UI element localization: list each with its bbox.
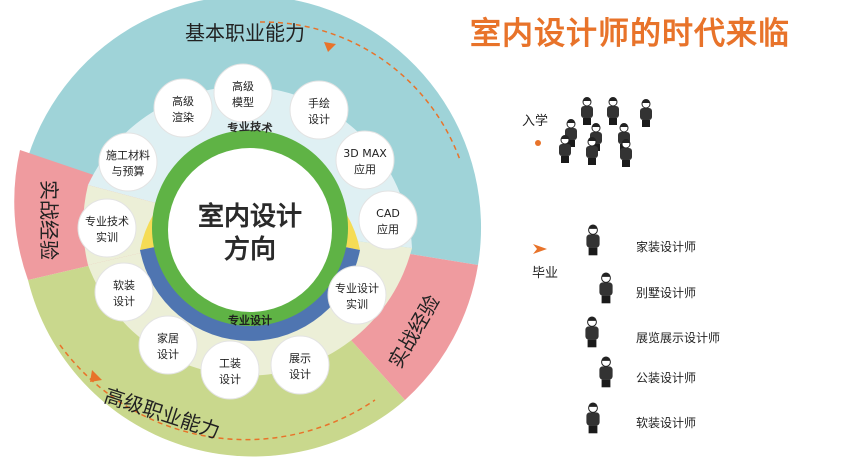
role-label: 别墅设计师	[636, 286, 697, 300]
top-arc-arrow-icon	[324, 42, 336, 52]
skill-bubble-text: 应用	[377, 222, 399, 236]
outer-top-label: 基本职业能力	[185, 21, 305, 45]
graduate-label: 毕业	[532, 266, 559, 281]
skill-bubble-circle	[77, 198, 137, 258]
designer-figure-icon	[599, 356, 613, 388]
skill-bubble: CAD 应用	[358, 190, 418, 250]
role-label: 家装设计师	[636, 240, 697, 254]
skill-bubble-circle	[94, 262, 154, 322]
designer-figure-icon	[586, 224, 600, 256]
center-title-line2: 方向	[224, 234, 276, 265]
center-title-line1: 室内设计	[198, 201, 302, 232]
page-title: 室内设计师的时代来临	[470, 16, 790, 52]
enter-dot-icon	[535, 140, 541, 146]
skill-bubble: 展示设计	[270, 335, 330, 395]
skill-bubble: 3D MAX 应用	[335, 130, 395, 190]
skill-bubble-text: 设计	[219, 373, 241, 386]
designer-figure-icon	[585, 316, 599, 348]
skill-bubble-text: 高级	[232, 79, 254, 93]
skill-bubble-text: 设计	[308, 113, 330, 126]
role-figure-icons	[585, 224, 613, 434]
skill-bubble-text: 3D MAX	[343, 147, 387, 160]
skill-bubble-text: 设计	[157, 348, 179, 361]
role-label: 公装设计师	[636, 371, 697, 385]
skill-bubble-text: 家居	[157, 331, 179, 345]
bottom-arc-arrow-icon	[90, 370, 102, 382]
role-label: 软装设计师	[636, 416, 697, 430]
student-figure-icon	[559, 135, 571, 163]
skill-bubble-text: 实训	[346, 297, 368, 311]
skill-bubble-text: 模型	[232, 95, 254, 109]
skill-bubble-circle	[98, 132, 158, 192]
student-figure-icon	[640, 99, 652, 127]
skill-bubble-text: 应用	[354, 162, 376, 176]
skill-bubble-text: 实训	[96, 230, 118, 244]
skill-bubble-text: 工装	[219, 357, 241, 370]
skill-bubble-circle	[335, 130, 395, 190]
role-label: 展览展示设计师	[636, 331, 721, 345]
designer-figure-icon	[586, 402, 600, 434]
skill-bubble-text: 展示	[289, 352, 311, 365]
top-skill-bubbles: 高级模型手绘设计3D MAX应用CAD应用专业技术实训施工材料与预算高级渲染	[77, 63, 418, 258]
graduate-arrow-icon	[533, 244, 547, 254]
student-figure-icon	[607, 97, 619, 125]
skill-bubble-text: 设计	[289, 368, 311, 381]
skill-bubble-circle	[327, 265, 387, 325]
skill-bubble-circle	[270, 335, 330, 395]
skill-bubble-text: 高级	[172, 94, 194, 108]
band-bottom-label: 专业设计	[228, 313, 272, 327]
student-group-icon	[559, 97, 652, 167]
skill-bubble-text: 专业技术	[85, 214, 129, 228]
skill-bubble-circle	[153, 78, 213, 138]
skill-bubble-text: 渲染	[172, 110, 194, 124]
skill-bubble-circle	[200, 340, 260, 400]
skill-bubble-text: CAD	[376, 207, 400, 220]
enter-label: 入学	[522, 114, 549, 129]
skill-bubble-text: 设计	[113, 295, 135, 308]
skill-bubble-text: 专业设计	[335, 281, 379, 295]
skill-bubble: 软装设计	[94, 262, 154, 322]
skill-bubble-circle	[213, 63, 273, 123]
center-circle	[168, 148, 332, 312]
skill-bubble-circle	[138, 315, 198, 375]
student-figure-icon	[586, 137, 598, 165]
skill-bubble-circle	[358, 190, 418, 250]
skill-bubble-circle	[289, 80, 349, 140]
skill-bubble-text: 软装	[113, 278, 135, 292]
skill-bubble-text: 手绘	[308, 96, 330, 110]
skill-bubble-text: 施工材料	[106, 148, 150, 162]
student-figure-icon	[581, 97, 593, 125]
skill-bubble-text: 与预算	[112, 164, 145, 178]
student-figure-icon	[620, 139, 632, 167]
designer-figure-icon	[599, 272, 613, 304]
top-dashed-arc	[259, 21, 461, 161]
side-left-label: 实战经验	[37, 180, 61, 260]
